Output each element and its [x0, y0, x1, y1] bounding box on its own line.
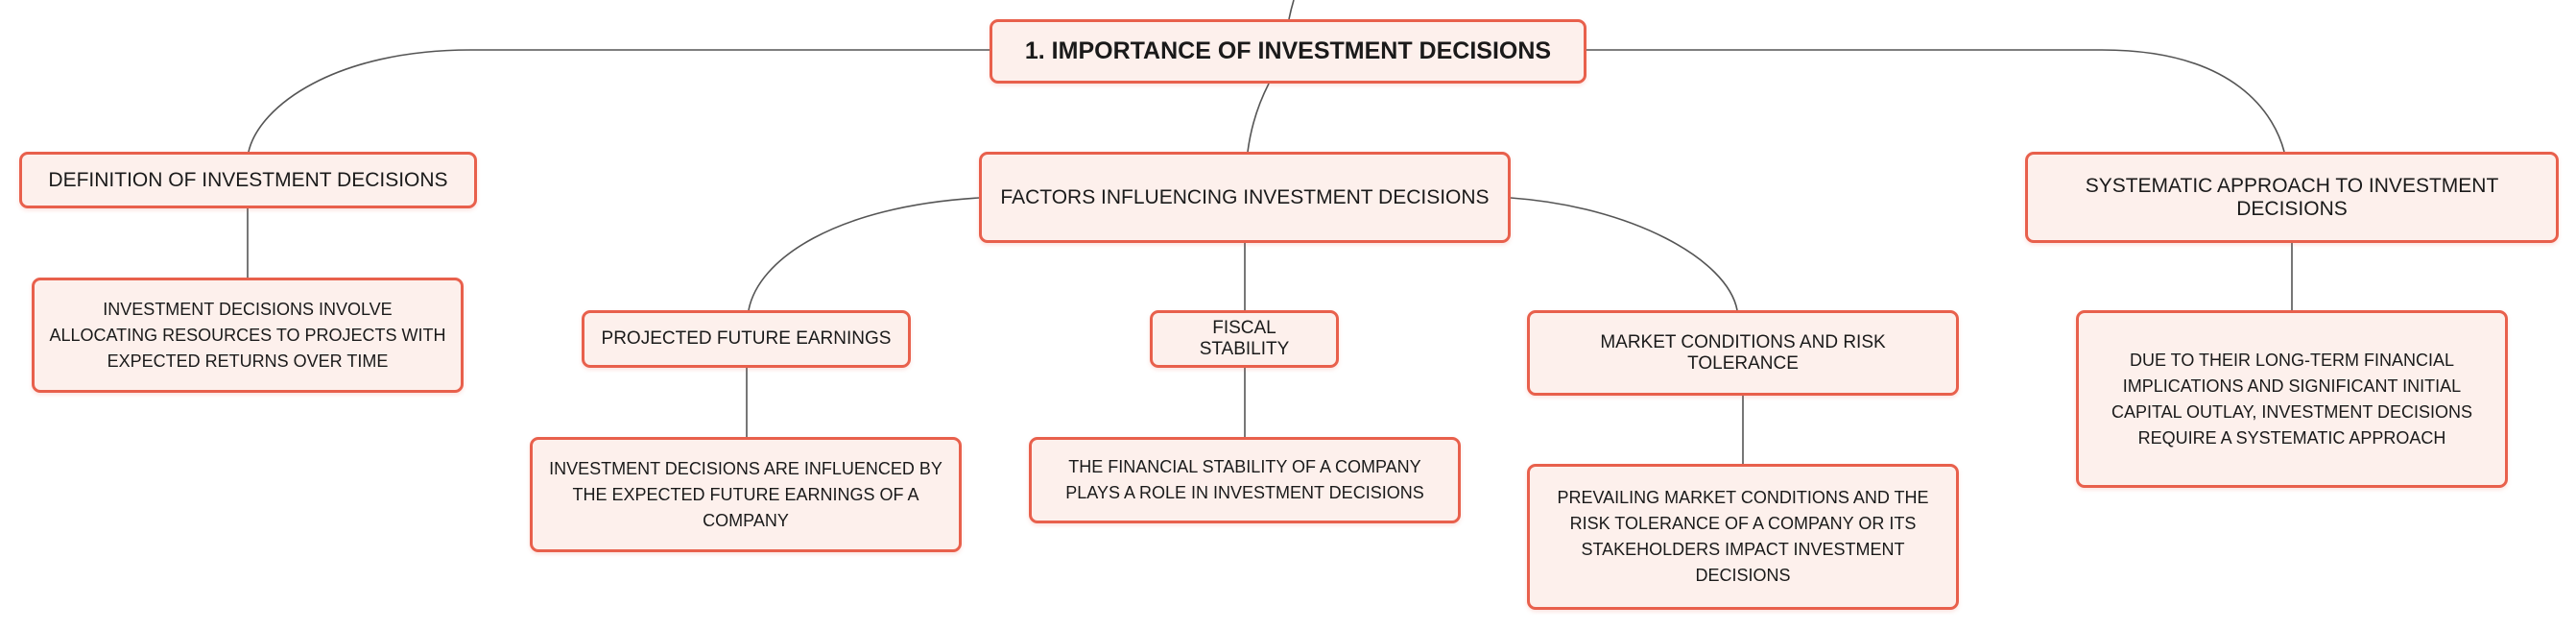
- connector-root-to-definition: [248, 49, 990, 153]
- connector-root-to-factors: [1247, 83, 1270, 153]
- fiscal-stability-detail-node[interactable]: THE FINANCIAL STABILITY OF A COMPANY PLA…: [1029, 437, 1461, 523]
- factors-node[interactable]: FACTORS INFLUENCING INVESTMENT DECISIONS: [979, 152, 1511, 243]
- projected-earnings-detail-node[interactable]: INVESTMENT DECISIONS ARE INFLUENCED BY T…: [530, 437, 962, 552]
- systematic-detail-node[interactable]: DUE TO THEIR LONG-TERM FINANCIAL IMPLICA…: [2076, 310, 2508, 488]
- fiscal-stability-detail-text: THE FINANCIAL STABILITY OF A COMPANY PLA…: [1065, 457, 1424, 502]
- connector-factors-to-earnings: [748, 197, 980, 311]
- definition-node[interactable]: DEFINITION OF INVESTMENT DECISIONS: [19, 152, 477, 208]
- root-node-label: 1. IMPORTANCE OF INVESTMENT DECISIONS: [1024, 37, 1552, 64]
- systematic-node-label: SYSTEMATIC APPROACH TO INVESTMENT DECISI…: [2085, 174, 2499, 220]
- market-conditions-node[interactable]: MARKET CONDITIONS AND RISK TOLERANCE: [1527, 310, 1959, 396]
- definition-detail-node[interactable]: INVESTMENT DECISIONS INVOLVE ALLOCATING …: [32, 278, 464, 393]
- fiscal-stability-label: FISCAL STABILITY: [1199, 318, 1290, 359]
- systematic-detail-text: DUE TO THEIR LONG-TERM FINANCIAL IMPLICA…: [2111, 350, 2473, 448]
- connector-parent-to-root: [1288, 0, 1295, 20]
- definition-node-label: DEFINITION OF INVESTMENT DECISIONS: [48, 168, 448, 191]
- projected-earnings-node[interactable]: PROJECTED FUTURE EARNINGS: [582, 310, 911, 368]
- market-conditions-detail-node[interactable]: PREVAILING MARKET CONDITIONS AND THE RIS…: [1527, 464, 1959, 610]
- projected-earnings-detail-text: INVESTMENT DECISIONS ARE INFLUENCED BY T…: [549, 458, 942, 530]
- fiscal-stability-node[interactable]: FISCAL STABILITY: [1150, 310, 1339, 368]
- projected-earnings-label: PROJECTED FUTURE EARNINGS: [601, 328, 892, 349]
- definition-detail-text: INVESTMENT DECISIONS INVOLVE ALLOCATING …: [49, 299, 446, 371]
- connector-factors-to-market: [1510, 197, 1738, 311]
- systematic-node[interactable]: SYSTEMATIC APPROACH TO INVESTMENT DECISI…: [2025, 152, 2559, 243]
- factors-node-label: FACTORS INFLUENCING INVESTMENT DECISIONS: [1000, 185, 1490, 208]
- market-conditions-detail-text: PREVAILING MARKET CONDITIONS AND THE RIS…: [1557, 488, 1929, 585]
- market-conditions-label: MARKET CONDITIONS AND RISK TOLERANCE: [1600, 331, 1886, 374]
- root-node[interactable]: 1. IMPORTANCE OF INVESTMENT DECISIONS: [990, 19, 1586, 84]
- connector-root-to-systematic: [1586, 49, 2285, 153]
